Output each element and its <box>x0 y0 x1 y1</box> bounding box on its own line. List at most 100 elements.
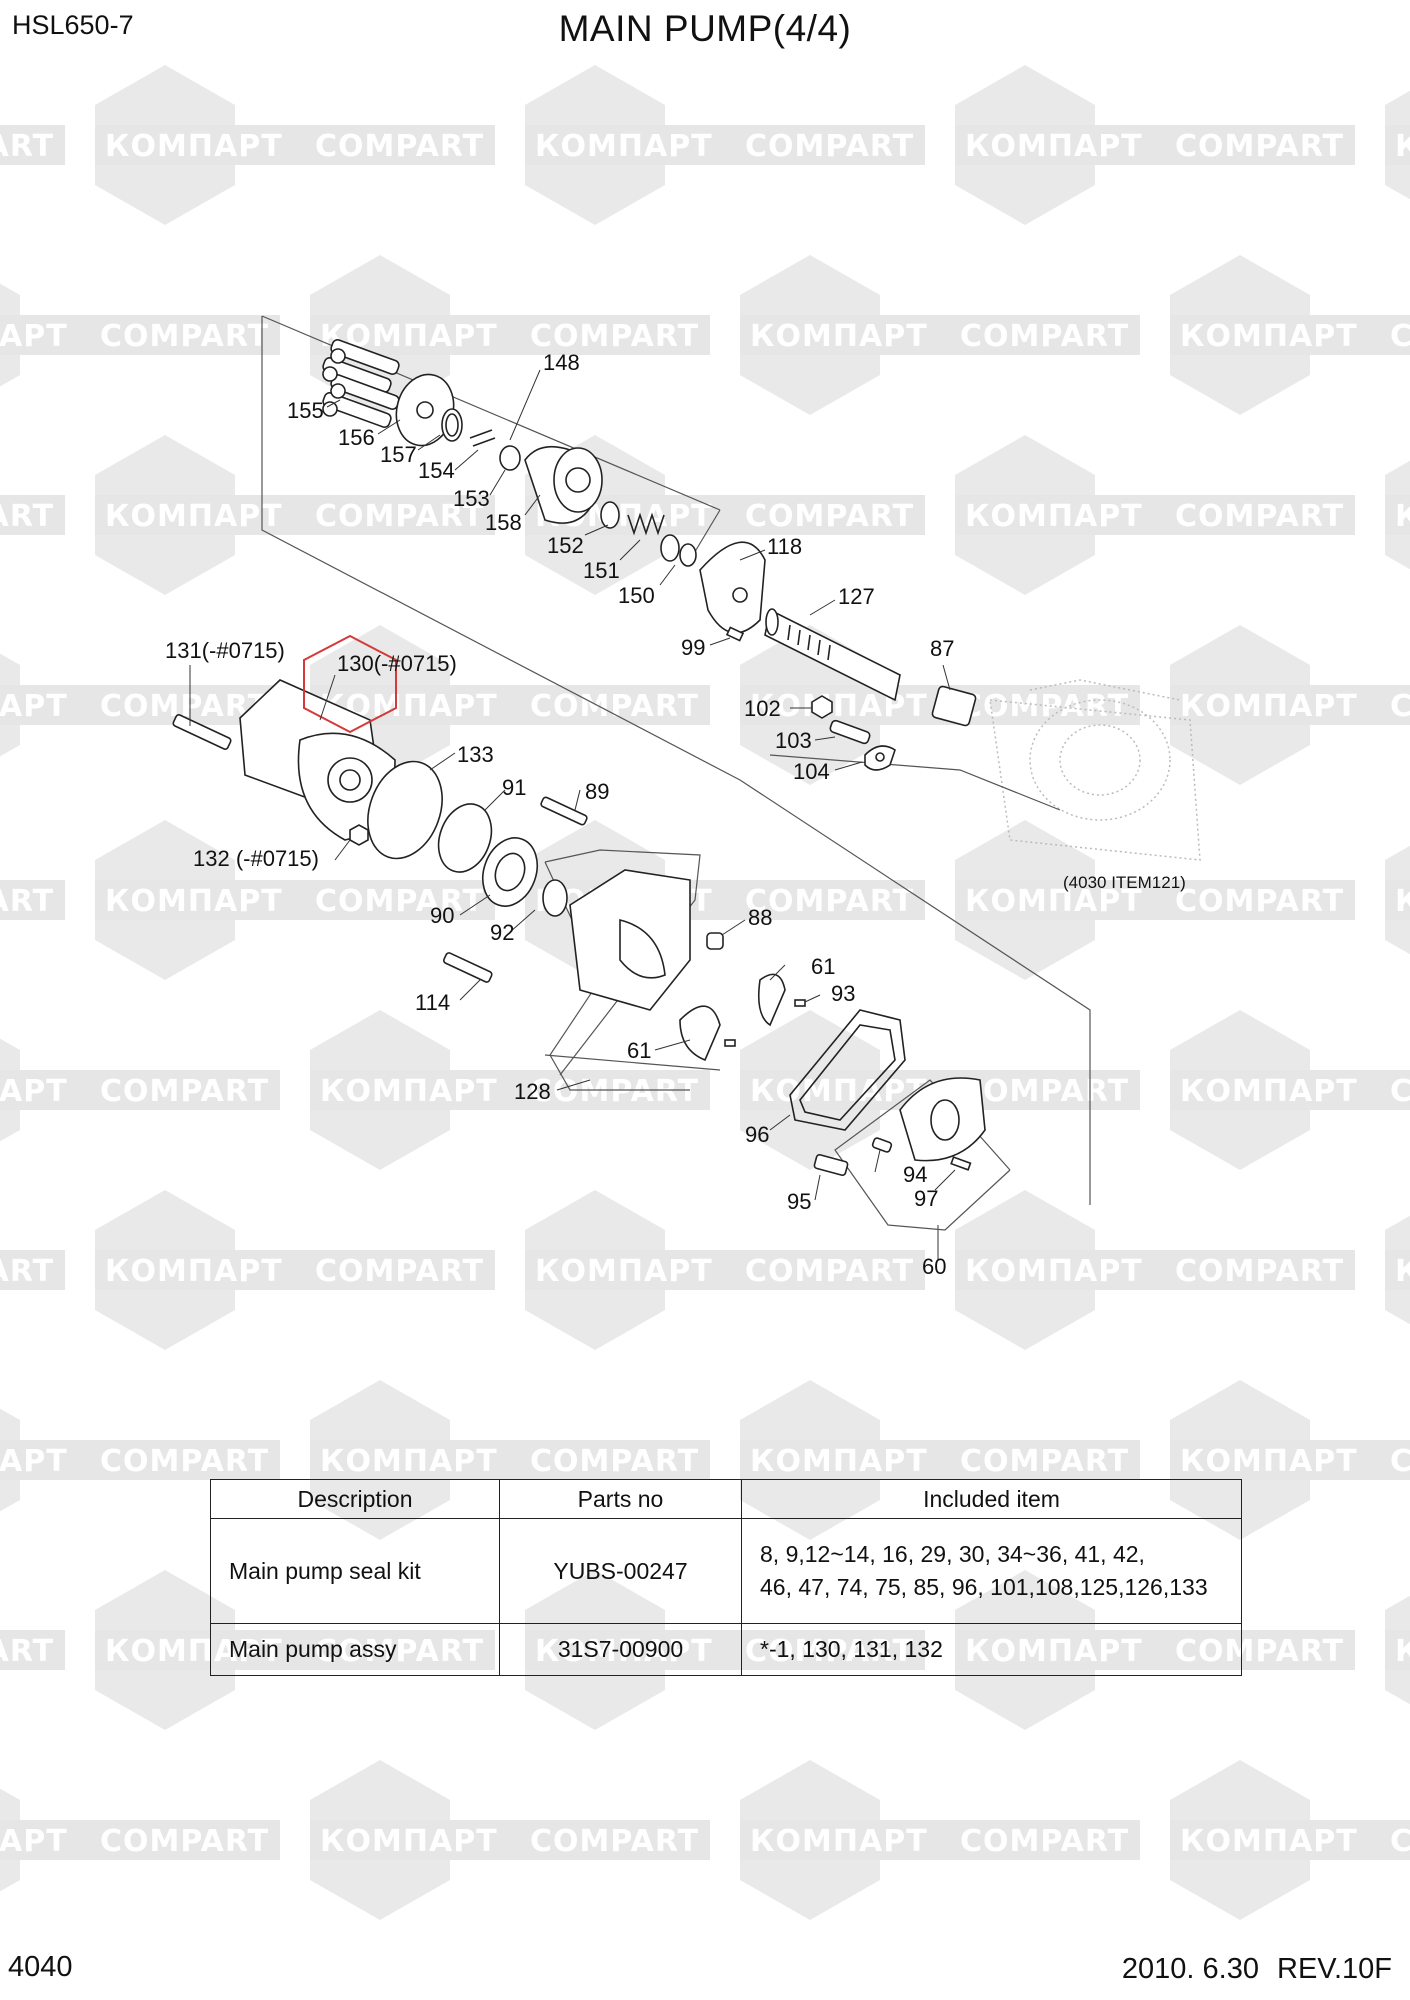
ring-92 <box>542 879 568 917</box>
plug-88 <box>706 932 724 950</box>
callout-156: 156 <box>338 425 375 450</box>
gasket <box>789 1009 906 1131</box>
valve-plate <box>699 541 766 634</box>
watermark-band <box>310 1440 710 1480</box>
watermark-text-cyrillic: КОМПАРТ <box>750 319 928 354</box>
watermark-text-cyrillic: КОМПАРТ <box>1395 884 1410 919</box>
watermark-text-cyrillic: КОМПАРТ <box>0 319 68 354</box>
watermark-text-latin: COMPART <box>960 1444 1129 1479</box>
highlight-hexagon <box>303 634 397 734</box>
block-95 <box>813 1153 849 1177</box>
pin <box>725 626 745 642</box>
piston-set <box>322 339 400 428</box>
watermark-text-latin: COMPART <box>1390 689 1410 724</box>
watermark-band <box>310 1820 710 1860</box>
parts-table: Description Parts no Included item Main … <box>210 1479 1242 1676</box>
watermark-text-cyrillic: КОМПАРТ <box>1395 1254 1410 1289</box>
watermark-text-cyrillic: КОМПАРТ <box>1180 1824 1358 1859</box>
callout-104: 104 <box>793 759 830 784</box>
watermark-text-cyrillic: КОМПАРТ <box>965 884 1143 919</box>
watermark-text-cyrillic: КОМПАРТ <box>1395 1634 1410 1669</box>
callout-153: 153 <box>453 486 490 511</box>
watermark-text-cyrillic: КОМПАРТ <box>320 1074 498 1109</box>
model-number: HSL650-7 <box>12 10 134 40</box>
watermark-text-cyrillic: КОМПАРТ <box>0 1824 68 1859</box>
watermark-band <box>1170 315 1410 355</box>
callout-157: 157 <box>380 442 417 467</box>
pin-94 <box>871 1137 893 1153</box>
column-header-included-item: Included item <box>741 1479 1242 1519</box>
watermark-text-cyrillic: КОМПАРТ <box>535 1254 713 1289</box>
leader-lines <box>189 369 956 1201</box>
watermark-text-latin: COMPART <box>0 1634 54 1669</box>
watermark-text-cyrillic: КОМПАРТ <box>105 884 283 919</box>
watermark-band <box>95 125 495 165</box>
rotating-group <box>322 339 977 771</box>
watermark-band <box>0 1250 65 1290</box>
watermark-text-latin: COMPART <box>315 1254 484 1289</box>
watermark-text-latin: COMPART <box>100 1074 269 1109</box>
pin-97 <box>950 1156 972 1171</box>
watermark-band <box>740 1820 1140 1860</box>
callout-132: 132 (-#0715) <box>193 846 319 871</box>
watermark-band <box>95 880 495 920</box>
watermark-text-cyrillic: КОМПАРТ <box>320 1444 498 1479</box>
snap-ring-91 <box>437 803 493 873</box>
cell-description: Main pump assy <box>210 1623 500 1676</box>
callout-151: 151 <box>583 558 620 583</box>
watermark-text-latin: COMPART <box>0 1254 54 1289</box>
socket-bolt <box>540 796 588 826</box>
revision-date: 2010. 6.30 <box>1121 1953 1259 1985</box>
watermark-band <box>740 1440 1140 1480</box>
watermark-text-latin: COMPART <box>315 129 484 164</box>
watermark-band <box>1385 1630 1410 1670</box>
page-number: 4040 <box>8 1951 73 1983</box>
callout-95: 95 <box>787 1189 811 1214</box>
watermark-text-latin: COMPART <box>1390 1824 1410 1859</box>
column-header-parts-no: Parts no <box>499 1479 742 1519</box>
watermark-text-cyrillic: КОМПАРТ <box>965 129 1143 164</box>
column-header-description: Description <box>210 1479 500 1519</box>
callout-4030-item121: (4030 ITEM121) <box>1063 873 1186 892</box>
callout-90: 90 <box>430 903 454 928</box>
watermark-text-latin: COMPART <box>960 689 1129 724</box>
watermark-text-latin: COMPART <box>745 884 914 919</box>
watermark-band <box>1170 1820 1410 1860</box>
hex-bolt <box>172 714 232 750</box>
callout-99: 99 <box>681 635 705 660</box>
watermark-band <box>1385 495 1410 535</box>
watermark-text-latin: COMPART <box>530 689 699 724</box>
watermark-band <box>1385 125 1410 165</box>
watermark-band <box>0 1630 65 1670</box>
callout-127: 127 <box>838 584 875 609</box>
watermark-text-cyrillic: КОМПАРТ <box>750 1824 928 1859</box>
cylinder-spring <box>627 512 665 536</box>
watermark-band <box>0 1820 280 1860</box>
callout-154: 154 <box>418 458 455 483</box>
watermark-text-cyrillic: КОМПАРТ <box>0 689 68 724</box>
watermark-text-cyrillic: КОМПАРТ <box>105 129 283 164</box>
watermark-band <box>740 315 1140 355</box>
watermark-text-latin: COMPART <box>1390 1074 1410 1109</box>
callout-152: 152 <box>547 533 584 558</box>
hex-nut <box>349 824 369 846</box>
callout-131: 131(-#0715) <box>165 638 285 663</box>
ghost-pump-outline <box>989 679 1201 861</box>
table-header-row: Description Parts no Included item <box>210 1479 1242 1519</box>
callout-130: 130(-#0715) <box>337 651 457 676</box>
watermark-band <box>955 495 1355 535</box>
cell-parts-no: 31S7-00900 <box>499 1623 742 1676</box>
watermark-text-cyrillic: КОМПАРТ <box>1395 499 1410 534</box>
watermark-text-latin: COMPART <box>745 1254 914 1289</box>
needle-bearing <box>931 685 977 727</box>
drive-shaft <box>764 608 901 702</box>
watermark-band <box>0 685 280 725</box>
watermark-text-latin: COMPART <box>0 129 54 164</box>
watermark-text-latin: COMPART <box>1175 1254 1344 1289</box>
watermark-text-latin: COMPART <box>100 1824 269 1859</box>
watermark-band <box>310 315 710 355</box>
spring-seat <box>600 501 620 529</box>
watermark-text-cyrillic: КОМПАРТ <box>1180 1444 1358 1479</box>
callout-148: 148 <box>543 350 580 375</box>
